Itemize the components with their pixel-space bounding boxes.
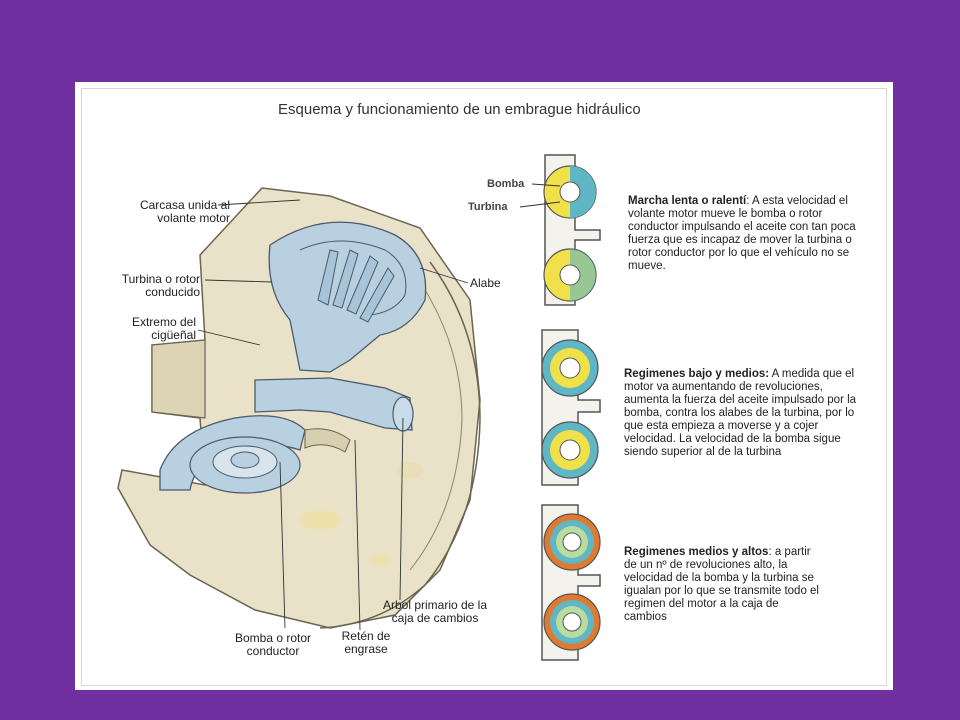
label-turbina-small: Turbina (468, 201, 508, 213)
description-bajos-medios: Regimenes bajo y medios: A medida que el… (624, 368, 864, 459)
mini-diagram-1 (519, 154, 601, 306)
description-bajos-body: A medida que el motor va aumentando de r… (624, 368, 857, 458)
mini-diagram-3 (541, 504, 601, 661)
label-bomba-line1: Bomba o rotor (234, 631, 312, 645)
label-carcasa-line1: Carcasa unida al (139, 198, 230, 212)
label-alabe: Alabe (470, 276, 501, 290)
label-reten-line1: Retén de (341, 629, 391, 643)
label-extremo-line2: cigüeñal (151, 328, 196, 342)
description-altos-body: : a partir de un nº de revoluciones alto… (624, 546, 819, 623)
description-ralenti-body: : A esta velocidad el volante motor muev… (628, 195, 856, 272)
mini-diagram-2 (541, 329, 601, 486)
label-extremo-line1: Extremo del (131, 315, 196, 329)
description-ralenti-heading: Marcha lenta o ralentí (628, 195, 747, 207)
label-bomba-small: Bomba (487, 178, 525, 190)
label-bomba-line2: conductor (246, 644, 300, 658)
turbine-fluid (268, 221, 427, 373)
leader-lines (197, 199, 469, 631)
label-bomba-rotor: Bomba o rotor conductor (225, 632, 321, 658)
description-medios-altos: Regimenes medios y altos: a partir de un… (624, 546, 820, 624)
label-arbol-line2: caja de cambios (391, 611, 479, 625)
label-arbol-line1: Arbol primario de la (382, 598, 488, 612)
label-turbina-line1: Turbina o rotor (121, 272, 200, 286)
label-carcasa-line2: volante motor (157, 211, 230, 225)
label-reten: Retén de engrase (336, 630, 396, 656)
description-bajos-heading: Regimenes bajo y medios: (624, 368, 770, 380)
label-reten-line2: engrase (344, 642, 388, 656)
label-turbina-line2: conducido (145, 285, 200, 299)
label-extremo: Extremo del cigüeñal (120, 316, 196, 342)
main-cutaway-illustration (117, 187, 481, 629)
label-arbol: Arbol primario de la caja de cambios (372, 599, 498, 625)
diagram-title: Esquema y funcionamiento de un embrague … (278, 101, 641, 118)
description-ralenti: Marcha lenta o ralentí: A esta velocidad… (628, 195, 868, 273)
label-carcasa: Carcasa unida al volante motor (110, 199, 230, 225)
figure-panel (75, 82, 893, 690)
description-altos-heading: Regimenes medios y altos (624, 546, 769, 558)
label-turbina-rotor: Turbina o rotor conducido (100, 273, 200, 299)
